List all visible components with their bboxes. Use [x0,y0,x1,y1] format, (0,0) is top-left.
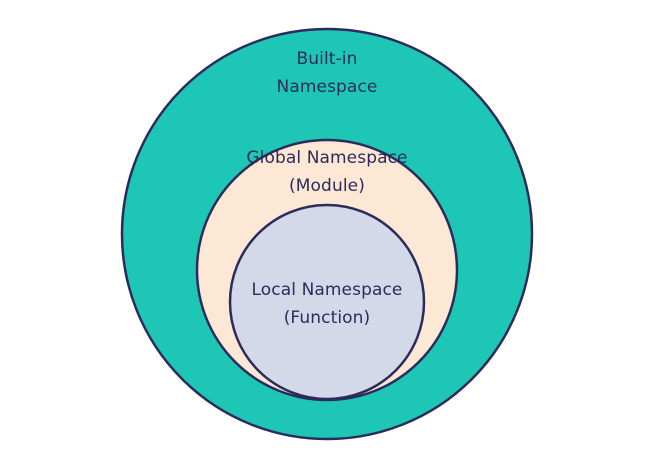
builtin-namespace-label-line2: Namespace [276,77,378,97]
global-namespace-label-line2: (Module) [289,176,365,196]
global-namespace-label: Global Namespace (Module) [207,144,447,200]
local-namespace-label-line2: (Function) [283,308,371,328]
local-namespace-label-line1: Local Namespace [251,280,403,300]
global-namespace-label-line1: Global Namespace [246,148,408,168]
builtin-namespace-label: Built-in Namespace [207,45,447,101]
local-namespace-label: Local Namespace (Function) [207,276,447,332]
builtin-namespace-label-line1: Built-in [296,49,358,69]
local-namespace-circle [228,203,426,401]
